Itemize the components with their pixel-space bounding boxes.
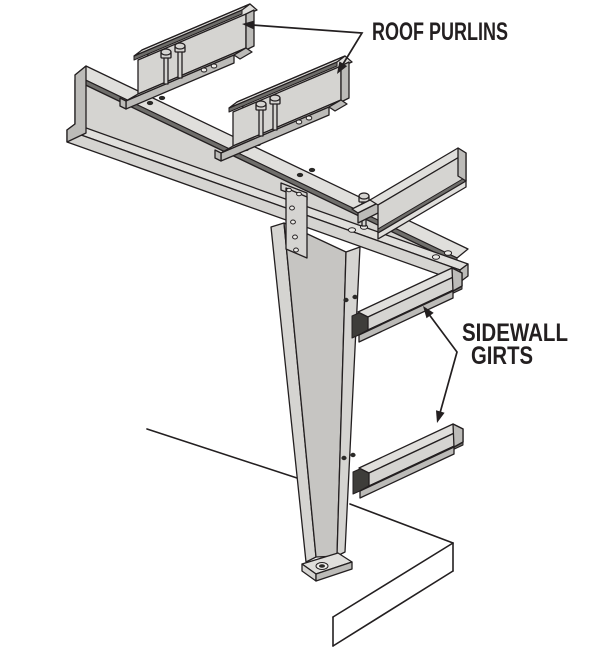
knee-connection-plate <box>280 182 308 259</box>
purlin-bolt <box>174 42 186 79</box>
roof-purlins-arrow-line <box>251 24 364 70</box>
ground-edge <box>146 428 298 479</box>
purlin-bolt <box>160 48 172 85</box>
sidewall-girts-label-line1: SIDEWALL <box>462 319 568 347</box>
roof-purlin-1 <box>119 3 258 110</box>
callout-sidewall-girts: SIDEWALL GIRTS <box>423 306 568 423</box>
roof-purlin-3 <box>351 147 467 240</box>
sidewall-girt-1 <box>351 267 463 343</box>
roof-purlin-2 <box>214 55 353 162</box>
purlin-bolt <box>269 94 281 131</box>
callout-roof-purlins: ROOF PURLINS <box>242 18 508 74</box>
sidewall-girts-arrowhead-2 <box>436 410 445 423</box>
roof-purlins-arrowhead-1 <box>242 20 255 30</box>
column-base-plate <box>301 552 353 582</box>
sidewall-girts-arrowhead-1 <box>423 306 434 319</box>
sidewall-girts-arrow-line <box>427 312 458 414</box>
base-slab <box>332 503 454 647</box>
roof-purlins-label: ROOF PURLINS <box>372 18 508 46</box>
roof-purlins-arrowhead-2 <box>337 61 348 74</box>
column <box>270 222 361 563</box>
purlin-bolt <box>255 100 267 137</box>
sidewall-girt-2 <box>352 423 464 499</box>
sidewall-girts-label-line2: GIRTS <box>471 342 533 370</box>
